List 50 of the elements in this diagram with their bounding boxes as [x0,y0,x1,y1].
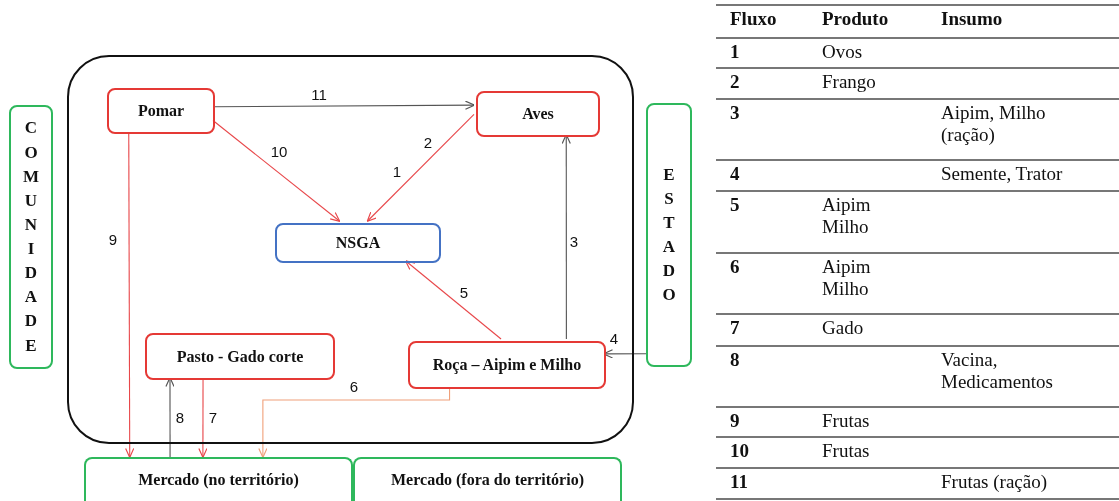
table-cell-text: Gado [822,317,864,339]
actor-box [646,103,692,367]
table-cell-text: Aipim Milho [822,194,872,238]
table-cell-text: Frutas [822,440,870,462]
column-header: Produto [822,8,889,30]
arrow [258,386,451,459]
column-header: Insumo [941,8,1003,30]
table-cell-text: Frutas (ração) [941,471,1048,493]
table-cell-text: 4 [730,163,740,185]
arrow [212,100,476,110]
table-cell-text: Aipim Milho [822,256,872,300]
table-cell-text: 10 [730,440,749,462]
arrow [198,377,208,459]
process-box [107,88,215,134]
node-label: ESTADO [661,163,677,307]
node-label: COMUNIDADE [22,117,40,357]
table-cell-text: Frutas [822,410,870,432]
node-label: Pasto - Gado corte [176,347,304,366]
table-cell-text: 2 [730,71,740,93]
arrow [366,113,475,222]
node-label: NSGA [335,234,381,252]
process-box [275,223,441,263]
process-box [408,341,606,389]
table-cell-text: Semente, Trator [941,163,1063,185]
arrow [125,131,135,459]
table-cell-text: Frango [822,71,876,93]
arrow [404,260,502,340]
table-cell-text: 1 [730,41,740,63]
node-label: Mercado (no território) [138,471,299,489]
node-label: Aves [522,105,554,123]
table-cell-text: Vacina, Medicamentos [941,349,1054,393]
process-box [476,91,600,137]
table-cell-text: 9 [730,410,740,432]
process-box [145,333,335,380]
process-box [84,457,353,501]
arrow [212,119,341,222]
process-box [353,457,622,501]
table-cell-text: 3 [730,102,740,124]
table-cell-text: 11 [730,471,748,493]
table-cell-text: 8 [730,349,740,371]
node-label: Pomar [137,102,185,120]
actor-box [9,105,53,369]
node-label: Roça – Aipim e Milho [432,356,582,374]
table-cell-text: 7 [730,317,740,339]
table-cell-text: Ovos [822,41,863,63]
table-cell-text: 5 [730,194,740,216]
node-label: Mercado (fora do território) [391,471,584,489]
column-header: Fluxo [730,8,777,30]
table-cell-text: 6 [730,256,740,278]
table-cell-text: Aipim, Milho (ração) [941,102,1047,146]
